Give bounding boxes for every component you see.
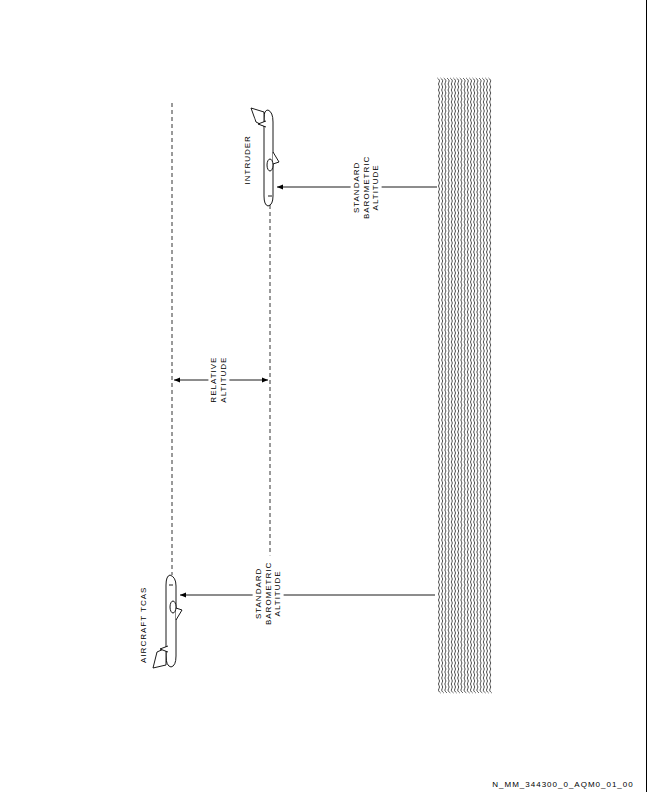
callout-label: RELATIVE ALTITUDE [208, 349, 229, 411]
callout-label: AIRCRAFT TCAS [138, 568, 150, 682]
ground-wave [485, 78, 488, 693]
tcas-aircraft [153, 575, 182, 668]
drawing-id: N_MM_344300_0_AQM0_01_00 [490, 779, 635, 791]
callout-label: STANDARD BAROMETRIC ALTITUDE [253, 555, 284, 631]
altitude-reference-line [172, 103, 173, 575]
altitude-arrow [180, 595, 435, 596]
page-border [646, 0, 647, 792]
ground-wave [469, 78, 472, 693]
ground-wave [450, 78, 453, 693]
intruder-aircraft [251, 108, 279, 206]
ground-wave [479, 78, 482, 693]
ground-wave [473, 78, 476, 693]
ground-wave [463, 78, 466, 693]
altitude-reference-line [270, 205, 271, 590]
ground-wave [489, 78, 492, 693]
ground-wave [453, 78, 456, 693]
ground-wave [460, 78, 463, 693]
ground-wave [457, 78, 460, 693]
ground-hatching [437, 78, 491, 693]
callout-label: INTRUDER [242, 118, 254, 202]
ground-wave [444, 78, 447, 693]
ground-wave [466, 78, 469, 693]
ground-wave [482, 78, 485, 693]
ground-wave [437, 78, 440, 693]
ground-wave [441, 78, 444, 693]
callout-label: STANDARD BAROMETRIC ALTITUDE [351, 149, 382, 225]
ground-wave [447, 78, 450, 693]
ground-wave [476, 78, 479, 693]
